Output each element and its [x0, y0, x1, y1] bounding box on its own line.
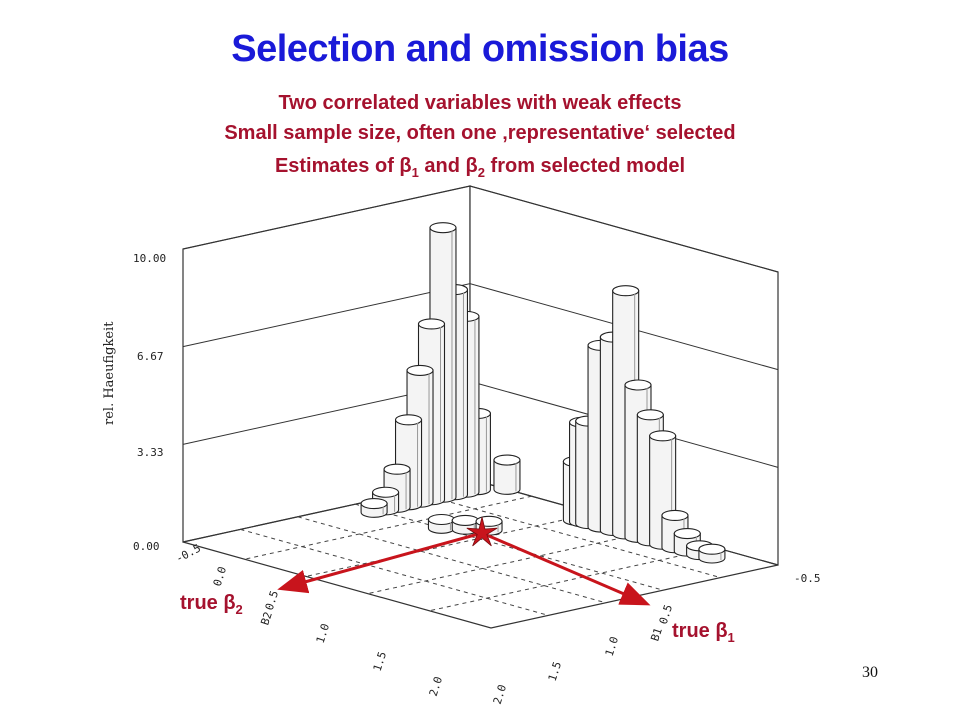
bar-part — [624, 379, 652, 391]
bar-part — [636, 409, 664, 421]
z-tick-3: 6.67 — [137, 350, 164, 363]
bar-part — [383, 463, 411, 475]
true-b1-label: true β1 — [672, 620, 735, 645]
bar-part — [429, 222, 457, 234]
bar-part — [698, 543, 726, 555]
floor-gridline-b2 — [240, 528, 549, 616]
bar-part — [493, 454, 521, 466]
bar-part — [360, 497, 388, 510]
page-number: 30 — [862, 664, 878, 681]
bar-part — [649, 430, 677, 442]
origin-star — [466, 516, 498, 547]
bar — [493, 454, 521, 495]
bar — [698, 543, 726, 564]
wall-gridline — [182, 185, 779, 273]
z-tick-1: 0.00 — [133, 540, 160, 553]
floor-gridline-b1 — [367, 530, 655, 595]
true-b1-text: true β — [672, 620, 728, 642]
true-b2-arrow — [277, 531, 483, 594]
subtitle-1: Two correlated variables with weak effec… — [278, 92, 682, 114]
true-b2-label: true β2 — [180, 592, 243, 617]
subtitle-3-sub1: 1 — [411, 165, 419, 180]
z-tick-2: 3.33 — [137, 446, 164, 459]
bar-part — [406, 364, 434, 376]
floor-gridline-b2 — [355, 503, 664, 591]
floor-gridline-b2 — [412, 491, 721, 579]
floor-gridline-b1 — [244, 495, 532, 560]
z-axis-label: rel. Haeufigkeit — [102, 321, 117, 425]
true-b1-arrow — [481, 531, 651, 606]
bar-part — [612, 285, 640, 297]
slide-title: Selection and omission bias — [231, 28, 729, 70]
true-b2-sub: 2 — [235, 602, 243, 617]
subtitle-3-mid: and β — [418, 155, 478, 177]
subtitle-2: Small sample size, often one ‚representa… — [224, 122, 736, 144]
bar-part — [394, 414, 423, 426]
subtitle-3-post: from selected model — [485, 155, 686, 177]
wall-gridline — [182, 283, 779, 371]
bar-part — [417, 318, 446, 330]
floor-gridline-b1 — [306, 512, 594, 577]
bar-part — [493, 459, 521, 495]
bar-part — [372, 486, 400, 498]
subtitle-3-sub2: 2 — [477, 165, 485, 180]
floor-gridline-b2 — [297, 516, 606, 604]
subtitle-3: Estimates of β1 and β2 from selected mod… — [0, 155, 960, 180]
subtitle-3-pre: Estimates of β — [274, 155, 412, 177]
bar — [360, 497, 388, 518]
floor-gridline-b1 — [429, 547, 717, 612]
b1-tick-0: -0.5 — [794, 572, 821, 585]
bar-part — [673, 527, 701, 540]
true-b1-sub: 1 — [727, 630, 735, 645]
bar-part — [661, 509, 689, 522]
bar — [427, 513, 455, 534]
z-tick-4: 10.00 — [133, 252, 167, 265]
true-b2-text: true β — [180, 592, 236, 614]
